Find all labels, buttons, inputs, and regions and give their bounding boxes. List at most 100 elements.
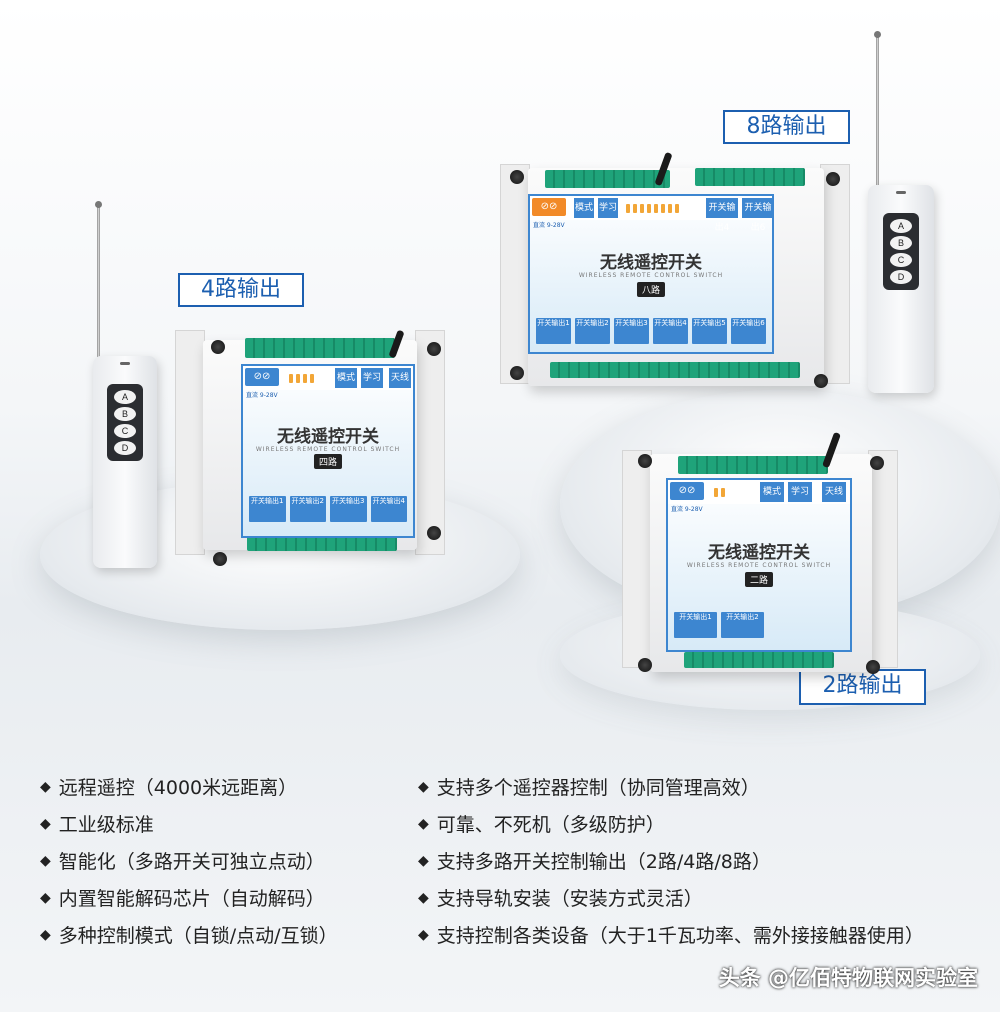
learn-tag: 学习 (361, 368, 383, 388)
status-leds (289, 374, 314, 383)
output-labels: 开关输出1 开关输出2 开关输出3 开关输出4 开关输出5 开关输出6 (536, 318, 766, 344)
terminal-block-top (545, 170, 670, 188)
output-label: 开关输出2 (721, 612, 764, 638)
bullet-diamond-icon: ◆ (40, 889, 51, 906)
remote-led (896, 191, 906, 194)
mount-hole (870, 456, 884, 470)
bullet-diamond-icon: ◆ (40, 926, 51, 943)
feature-text: 支持多个遥控器控制（协同管理高效） (436, 777, 760, 799)
output-label: 开关输出4 (370, 496, 407, 522)
module-eight-channel: ⊘⊘ 直流 9-28V 模式 学习 开关输出4 开关输出6 无线遥控开关 WIR… (500, 150, 850, 395)
bullet-diamond-icon: ◆ (418, 778, 429, 795)
feature-text: 可靠、不死机（多级防护） (436, 814, 665, 836)
output-label: 开关输出2 (289, 496, 326, 522)
feature-text: 多种控制模式（自锁/点动/互锁） (58, 925, 338, 947)
mount-hole (510, 170, 524, 184)
remote-antenna-right (874, 31, 881, 195)
output-label: 开关输出1 (674, 612, 717, 638)
feature-item: ◆支持导轨安装（安装方式灵活） (418, 879, 924, 916)
watermark: 头条 @亿佰特物联网实验室 (718, 966, 978, 990)
bullet-diamond-icon: ◆ (418, 889, 429, 906)
output-label: 开关输出4 (653, 318, 688, 344)
feature-text: 支持多路开关控制输出（2路/4路/8路） (436, 851, 771, 873)
output-labels: 开关输出1 开关输出2 开关输出3 开关输出4 (249, 496, 407, 522)
output-label: 开关输出6 (731, 318, 766, 344)
power-indicator: ⊘⊘ (670, 482, 704, 500)
feature-item: ◆ 智能化（多路开关可独立点动） (40, 842, 338, 879)
remote-key-b: B (890, 236, 912, 250)
output-label: 开关输出2 (575, 318, 610, 344)
antenna-tag: 天线 (822, 482, 846, 502)
mount-hole (510, 366, 524, 380)
terminal-block-bottom (684, 652, 834, 668)
antenna-tag: 天线 (389, 368, 411, 388)
power-label: 直流 9-28V (671, 506, 703, 513)
callout-two-channel: 2路输出 (799, 669, 926, 705)
feature-text: 内置智能解码芯片（自动解码） (58, 888, 325, 910)
mount-hole (638, 454, 652, 468)
feature-item: ◆ 可靠、不死机（多级防护） (418, 805, 924, 842)
panel-title: 无线遥控开关 (600, 253, 702, 273)
mount-hole (211, 340, 225, 354)
status-leds (626, 204, 679, 213)
panel-subtitle: WIRELESS REMOTE CONTROL SWITCH (578, 272, 724, 279)
callout-eight-channel: 8路输出 (723, 110, 850, 144)
learn-tag: 学习 (598, 198, 618, 218)
remote-key-a: A (114, 390, 136, 404)
feature-column-right: ◆ 支持多个遥控器控制（协同管理高效） ◆ 可靠、不死机（多级防护） ◆ 支持多路开关… (418, 768, 924, 953)
bullet-diamond-icon: ◆ (418, 852, 429, 869)
panel-title: 无线遥控开关 (708, 543, 810, 563)
din-rail-right (868, 450, 898, 668)
mode-tag: 模式 (574, 198, 594, 218)
din-rail-left (175, 330, 205, 555)
power-indicator: ⊘⊘ (532, 198, 566, 216)
remote-key-c: C (114, 424, 136, 438)
output-label: 开关输出3 (614, 318, 649, 344)
remote-control-left: A B C D (93, 356, 157, 568)
din-rail-right (415, 330, 445, 555)
mount-hole (638, 658, 652, 672)
mode-tag: 模式 (760, 482, 784, 502)
power-indicator: ⊘⊘ (245, 368, 279, 386)
remote-key-d: D (114, 441, 136, 455)
din-rail-left (500, 164, 530, 384)
mount-hole (427, 342, 441, 356)
mode-tag: 模式 (335, 368, 357, 388)
remote-keypad: A B C D (107, 384, 143, 461)
module-front-panel: ⊘⊘ 直流 9-28V 模式 学习 天线 无线遥控开关 WIRELESS REM… (666, 478, 852, 652)
mount-hole (213, 552, 227, 566)
output-labels: 开关输出1 开关输出2 (674, 612, 764, 638)
output-label: 开关输出1 (536, 318, 571, 344)
terminal-block-bottom (550, 362, 800, 378)
feature-column-left: ◆远程遥控（4000米远距离） ◆工业级标准 ◆智能化（多路开关可独立点动） ◆… (40, 768, 338, 953)
feature-text: 远程遥控（4000米远距离） (58, 777, 298, 799)
module-two-channel: ⊘⊘ 直流 9-28V 模式 学习 天线 无线遥控开关 WIRELESS REM… (622, 431, 898, 678)
output-tag: 开关输出6 (742, 198, 774, 233)
feature-item: ◆远程遥控（4000米远距离） (40, 768, 338, 805)
module-front-panel: ⊘⊘ 直流 9-28V 模式 学习 开关输出4 开关输出6 无线遥控开关 WIR… (528, 194, 774, 354)
mount-hole (866, 660, 880, 674)
output-tag: 开关输出4 (706, 198, 738, 233)
power-label: 直流 9-28V (246, 392, 278, 399)
feature-text: 工业级标准 (58, 814, 154, 836)
din-rail-right (820, 164, 850, 384)
feature-text: 支持控制各类设备（大于1千瓦功率、需外接接触器使用） (436, 925, 924, 947)
feature-item: ◆ 内置智能解码芯片（自动解码） (40, 879, 338, 916)
remote-key-a: A (890, 219, 912, 233)
terminal-block-top (245, 338, 395, 358)
power-label: 直流 9-28V (533, 222, 565, 229)
din-rail-left (622, 450, 652, 668)
bullet-diamond-icon: ◆ (40, 852, 51, 869)
status-leds (714, 488, 725, 497)
feature-item: ◆工业级标准 (40, 805, 338, 842)
feature-item: ◆ 多种控制模式（自锁/点动/互锁） (40, 916, 338, 953)
feature-text: 智能化（多路开关可独立点动） (58, 851, 325, 873)
feature-item: ◆ 支持多个遥控器控制（协同管理高效） (418, 768, 924, 805)
module-front-panel: ⊘⊘ 直流 9-28V 模式 学习 天线 无线遥控开关 WIRELESS REM… (241, 364, 415, 538)
panel-subtitle: WIRELESS REMOTE CONTROL SWITCH (255, 446, 401, 453)
terminal-block-top (695, 168, 805, 186)
bullet-diamond-icon: ◆ (418, 815, 429, 832)
mount-hole (814, 374, 828, 388)
output-label: 开关输出5 (692, 318, 727, 344)
